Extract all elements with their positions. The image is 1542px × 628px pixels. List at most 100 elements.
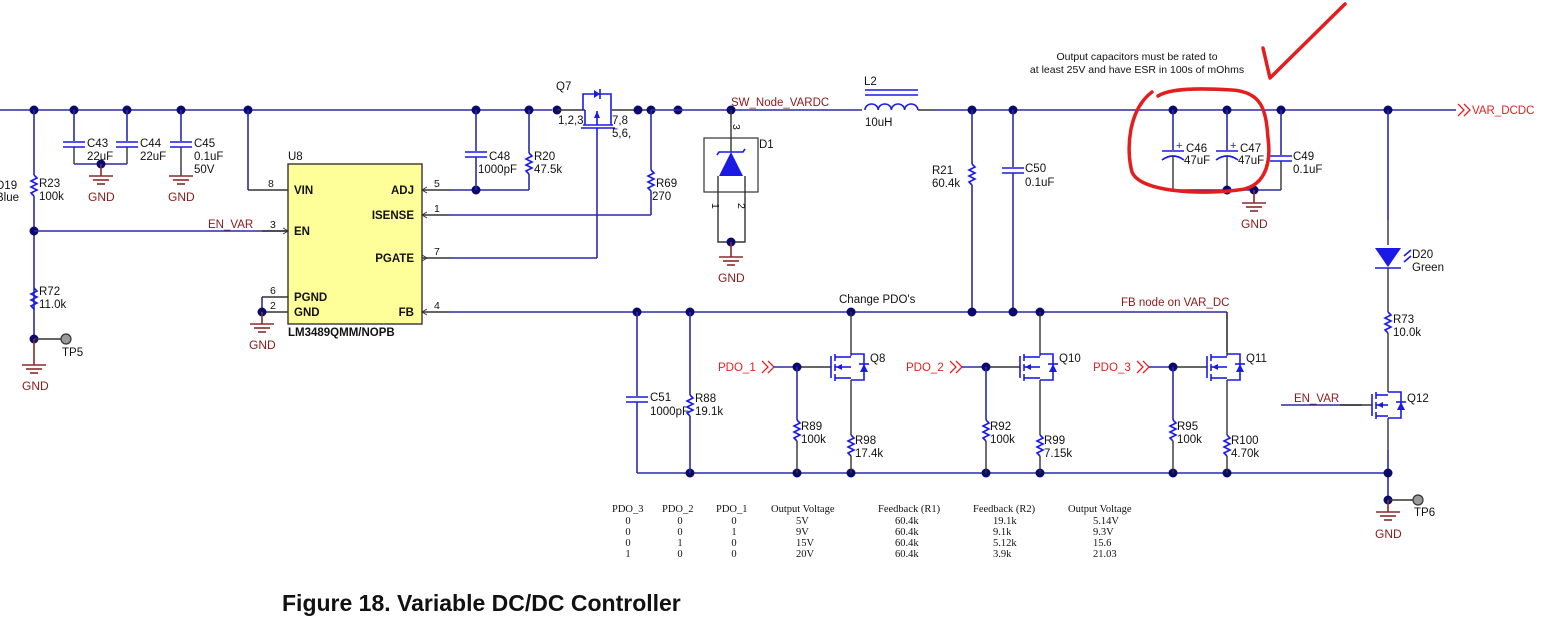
resistor-value: 100k <box>990 434 1015 446</box>
resistor-r88 <box>685 312 695 473</box>
capacitor-c43 <box>63 110 85 164</box>
resistor-r21 <box>967 110 977 310</box>
ground-symbol <box>250 312 274 333</box>
resistor-r99 <box>1035 420 1045 473</box>
capacitor-c50 <box>1002 110 1024 310</box>
gnd-label: GND <box>22 379 49 393</box>
c43-value: 22uF <box>87 151 113 163</box>
pin-name-vin: VIN <box>294 185 313 197</box>
pin-name-pgnd: PGND <box>294 292 327 304</box>
c43-ref: C43 <box>87 138 108 150</box>
r72-value: 11.0k <box>39 299 67 311</box>
gnd-label: GND <box>718 271 745 285</box>
resistor-value: 100k <box>1177 434 1202 446</box>
table-cell: 0 <box>677 516 682 527</box>
ic-u8-body <box>287 163 423 325</box>
c51-value: 1000pF <box>650 406 689 418</box>
resistor-r92 <box>981 367 991 473</box>
port-arrow-icon <box>761 360 769 374</box>
r72-ref: R72 <box>39 286 60 298</box>
pin-name-en: EN <box>294 226 310 238</box>
table-cell: 3.9k <box>993 549 1012 560</box>
checkmark-icon <box>1261 2 1347 80</box>
table-cell: 0 <box>731 549 736 560</box>
ground-symbol <box>89 164 113 185</box>
resistor-r98 <box>846 420 856 473</box>
q7-pins-left: 1,2,3 <box>558 115 584 127</box>
ground-symbol <box>22 339 46 374</box>
table-cell: 9.3V <box>1093 527 1114 538</box>
table-cell: 60.4k <box>895 516 919 527</box>
note-line-2: at least 25V and have ESR in 100s of mOh… <box>1030 64 1244 76</box>
r88-value: 19.1k <box>695 406 723 418</box>
r21-ref: R21 <box>932 165 953 177</box>
table-cell: 9V <box>796 527 809 538</box>
pin-number: 4 <box>434 300 440 312</box>
mosfet-ref: Q11 <box>1246 353 1267 365</box>
table-header: Output Voltage <box>1068 504 1132 515</box>
table-header: PDO_1 <box>716 504 748 515</box>
mosfet-ref: Q8 <box>870 353 885 365</box>
c49-ref: C49 <box>1293 151 1314 163</box>
figure-caption: Figure 18. Variable DC/DC Controller <box>282 590 681 616</box>
junction <box>1383 468 1393 478</box>
net-label-en-var: EN_VAR <box>1294 393 1339 405</box>
r21-value: 60.4k <box>932 178 960 190</box>
pin-number: 8 <box>268 178 274 190</box>
tp6-label: TP6 <box>1414 507 1435 519</box>
table-cell: 0 <box>731 516 736 527</box>
testpoint-tp6 <box>1412 494 1424 506</box>
ic-part-number: LM3489QMM/NOPB <box>288 327 395 339</box>
q7-ref: Q7 <box>556 81 571 93</box>
table-cell: 1 <box>731 527 736 538</box>
table-cell: 60.4k <box>895 538 919 549</box>
gnd-label: GND <box>168 190 195 204</box>
resistor-r23 <box>29 110 39 310</box>
c47-ref: C47 <box>1240 143 1261 155</box>
testpoint-tp5 <box>60 333 72 345</box>
port-label-pdo: PDO_2 <box>906 362 944 374</box>
table-cell: 1 <box>625 549 630 560</box>
ground-symbol <box>719 242 743 266</box>
ground-symbol <box>1376 500 1400 521</box>
resistor-ref: R95 <box>1177 421 1198 433</box>
resistor-value: 100k <box>801 434 826 446</box>
d1-pin3: 3 <box>730 124 742 130</box>
pin-name-pgate: PGATE <box>375 253 414 265</box>
r20-value: 47.5k <box>534 164 562 176</box>
table-cell: 9.1k <box>993 527 1012 538</box>
table-cell: 5V <box>796 516 809 527</box>
table-cell: 0 <box>677 549 682 560</box>
r23-ref: R23 <box>39 178 60 190</box>
net-label-sw-node: SW_Node_VARDC <box>731 97 829 109</box>
junction <box>967 307 977 317</box>
pin-name-adj: ADJ <box>391 185 414 197</box>
svg-text:+: + <box>1176 140 1182 152</box>
c44-ref: C44 <box>140 138 162 150</box>
table-cell: 60.4k <box>895 527 919 538</box>
table-header: Feedback (R2) <box>973 504 1036 515</box>
capacitor-c47: + <box>1215 110 1239 190</box>
tp5-label: TP5 <box>62 347 83 359</box>
resistor-r89 <box>792 367 802 473</box>
resistor-ref: R92 <box>990 421 1011 433</box>
gnd-label: GND <box>88 190 115 204</box>
table-cell: 0 <box>625 527 630 538</box>
mosfet-q12 <box>1371 391 1406 500</box>
r69-value: 270 <box>652 191 671 203</box>
junction <box>633 105 643 115</box>
c50-ref: C50 <box>1025 163 1046 175</box>
svg-text:+: + <box>1230 140 1236 152</box>
port-arrow-icon <box>1457 103 1465 117</box>
capacitor-c49 <box>1270 110 1292 190</box>
c48-ref: C48 <box>489 151 510 163</box>
ground-symbol <box>169 175 193 185</box>
resistor-r20 <box>524 110 534 190</box>
gnd-label: GND <box>249 338 276 352</box>
table-cell: 21.03 <box>1093 549 1117 560</box>
capacitor-c44 <box>116 110 138 164</box>
